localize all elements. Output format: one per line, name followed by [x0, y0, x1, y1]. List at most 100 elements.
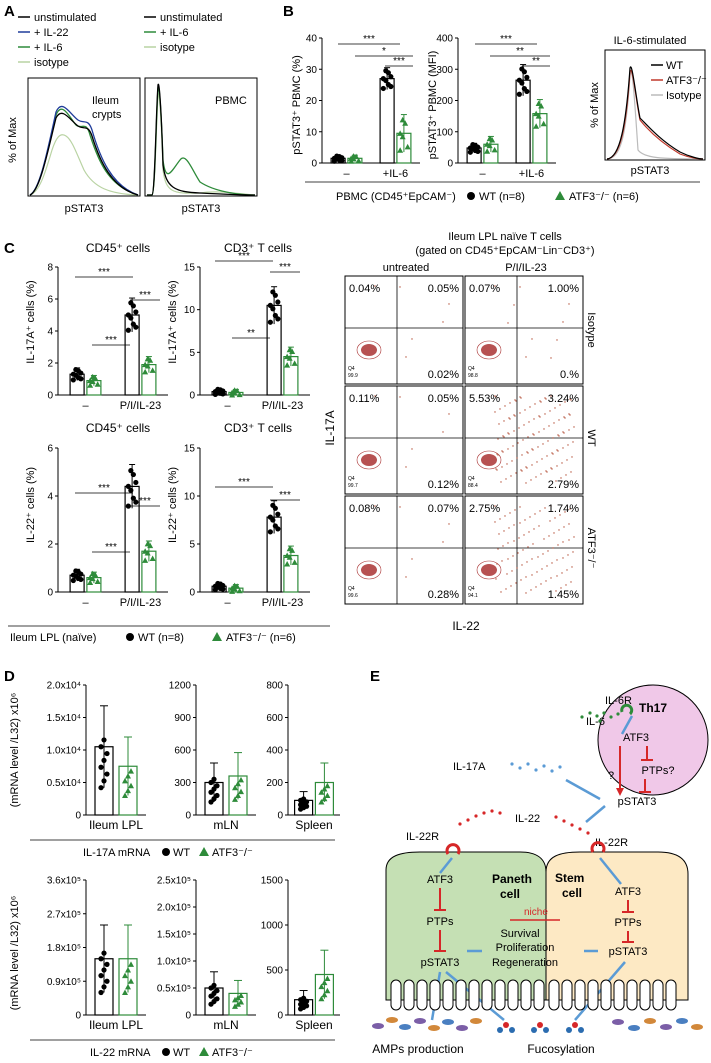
facs-event	[569, 398, 571, 400]
stem-label-1: Stem	[555, 871, 584, 885]
facs-event	[532, 433, 534, 435]
facs-event	[544, 397, 546, 399]
facs-event	[557, 450, 559, 452]
facs-event	[503, 530, 505, 532]
facs-event	[517, 552, 519, 554]
facs-event	[494, 411, 496, 413]
facs-event	[507, 322, 509, 324]
facs-quadrant-q3: 1.45%	[548, 589, 579, 601]
hist-sublabel: Ileum	[92, 95, 119, 107]
data-point-ko	[125, 983, 131, 990]
facs-event	[560, 587, 562, 589]
y-tick-label: 1.5x10⁵	[157, 930, 191, 941]
facs-event	[534, 403, 536, 405]
y-tick-label: 0	[75, 811, 81, 822]
data-point-wt	[130, 321, 136, 327]
facs-event	[499, 408, 501, 410]
facs-event	[564, 417, 566, 419]
facs-event	[519, 412, 521, 414]
facs-event	[552, 437, 554, 439]
data-point-wt	[267, 514, 273, 520]
facs-event	[536, 571, 538, 573]
data-point-ko	[286, 355, 293, 361]
y-tick-label: 0	[47, 588, 53, 599]
facs-quadrant-q4-name: Q4	[468, 586, 475, 592]
facs-event	[513, 524, 515, 526]
facs-event	[571, 456, 573, 458]
facs-event	[517, 442, 519, 444]
y-tick-label: 10	[184, 305, 196, 316]
paneth-atf3: ATF3	[427, 874, 453, 886]
facs-frame	[464, 275, 584, 385]
facs-event	[568, 413, 570, 415]
data-point-wt	[128, 468, 134, 474]
y-tick-label: 2.0x10⁴	[47, 681, 81, 692]
hist-xlabel: pSTAT3	[182, 203, 221, 215]
facs-event	[551, 562, 553, 564]
facs-event	[562, 557, 564, 559]
data-point-ko	[321, 795, 328, 802]
facs-quadrant-q2: 0.05%	[428, 283, 459, 295]
facs-event	[512, 555, 514, 557]
facs-quadrant-q2: 0.07%	[428, 503, 459, 515]
data-point-wt	[98, 744, 104, 750]
facs-quadrant-q3: 0.02%	[428, 369, 459, 381]
facs-event	[521, 564, 523, 566]
arrow-il6r-atf3	[620, 715, 634, 735]
data-point-ko	[486, 135, 493, 142]
data-point-ko	[231, 387, 238, 393]
facs-quadrant-q4-name: Q4	[348, 476, 355, 482]
data-point-ko	[142, 368, 149, 375]
data-point-ko	[142, 361, 149, 368]
fucosylation-glycans	[497, 1022, 584, 1033]
facs-event	[497, 548, 499, 550]
y-tick-label: 1200	[169, 681, 192, 692]
facs-event	[550, 577, 552, 579]
facs-event	[556, 559, 558, 561]
panel-d-footer-top: IL-17A mRNA WT ATF3⁻/⁻	[30, 839, 335, 859]
arrow-th17-il17a	[565, 778, 601, 801]
data-point-ko	[231, 582, 238, 589]
facs-event	[519, 286, 521, 288]
facs-event	[494, 395, 496, 397]
legend-label-ko: ATF3⁻/⁻	[212, 847, 253, 859]
facs-event	[495, 396, 497, 398]
y-tick-label: 30	[306, 65, 318, 76]
panel-c-title-cd45-bot: CD45⁺ cells	[86, 421, 150, 435]
facs-event	[531, 448, 533, 450]
data-point-wt	[524, 74, 530, 80]
facs-event	[531, 464, 533, 466]
significance-label: **	[247, 328, 255, 339]
facs-event	[525, 482, 527, 484]
y-tick-label: 0	[189, 391, 195, 402]
data-point-ko	[291, 559, 298, 565]
legend-marker-wt	[126, 633, 134, 641]
facs-event	[527, 546, 529, 548]
facs-event	[502, 435, 504, 437]
fucosylation-label: Fucosylation	[527, 1042, 594, 1056]
data-point-wt	[98, 973, 104, 979]
facs-event	[374, 285, 376, 287]
data-point-ko	[87, 377, 94, 384]
facs-event	[495, 468, 497, 470]
legend-label: unstimulated	[34, 12, 96, 24]
footer-text: Ileum LPL (naïve)	[10, 632, 96, 644]
y-tick-label: 3.6x10⁵	[47, 876, 81, 887]
facs-event	[405, 356, 407, 358]
th17-atf3: ATF3	[623, 732, 649, 744]
x-tick-label: –	[343, 168, 350, 180]
y-tick-label: 200	[266, 778, 283, 789]
data-point-wt	[211, 982, 217, 988]
y-tick-label: 0.5x10⁵	[157, 984, 191, 995]
data-point-wt	[130, 495, 136, 501]
y-tick-label: 6	[47, 295, 53, 306]
data-point-wt	[101, 757, 107, 764]
data-point-wt	[98, 785, 104, 791]
facs-event	[504, 405, 506, 407]
plot-frame	[144, 77, 258, 197]
il22-dots	[458, 809, 590, 835]
y-tick-label: 400	[436, 34, 453, 45]
facs-event	[508, 433, 510, 435]
legend-label: + IL-22	[34, 27, 69, 39]
